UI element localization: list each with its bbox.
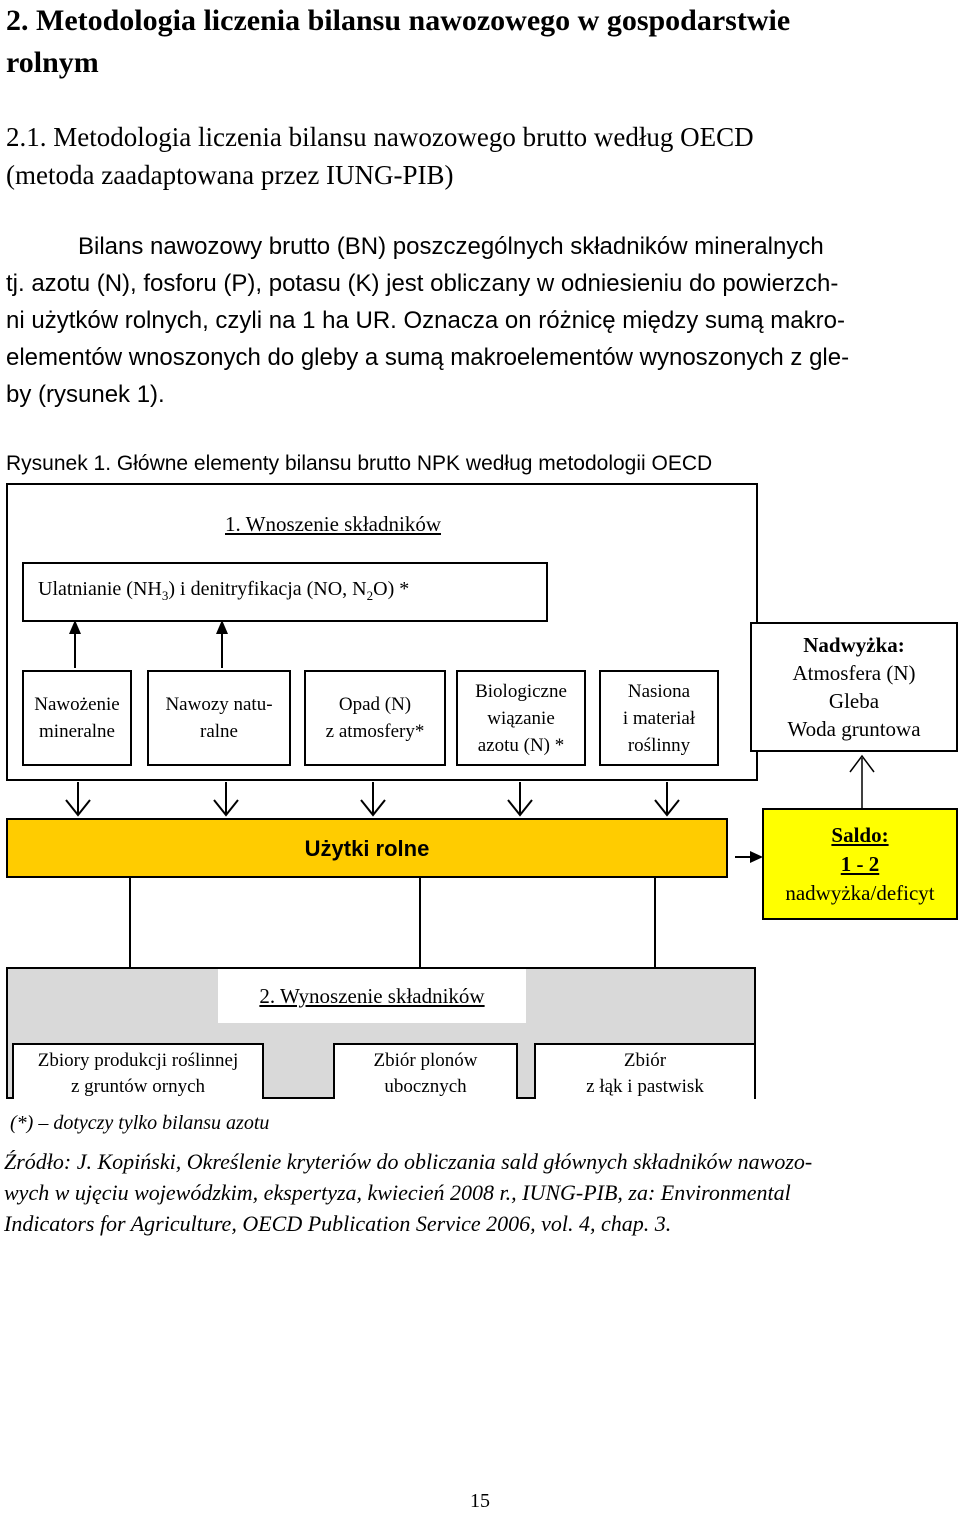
arrow-up-1-head <box>69 620 81 634</box>
volatilization-text: Ulatnianie (NH3) i denitryfikacja (NO, N… <box>38 577 410 603</box>
arrow-to-surplus-head <box>849 754 875 773</box>
paragraph-line: elementów wnoszonych do gleby a sumą mak… <box>6 344 850 371</box>
paragraph-line: by (rysunek 1). <box>6 381 165 408</box>
input-box-atmospheric-deposition: Opad (N)z atmosfery* <box>304 670 446 766</box>
figure-caption: Rysunek 1. Główne elementy bilansu brutt… <box>6 452 713 475</box>
section-heading-line2: rolnym <box>6 46 99 79</box>
paragraph-line: ni użytków rolnych, czyli na 1 ha UR. Oz… <box>6 307 845 334</box>
paragraph-line: Bilans nawozowy brutto (BN) poszczególny… <box>78 233 824 260</box>
subsection-heading: 2.1. Metodologia liczenia bilansu nawozo… <box>6 118 936 194</box>
outputs-title: 2. Wynoszenie składników <box>218 969 526 1023</box>
source-citation: Źródło: J. Kopiński, Określenie kryterió… <box>4 1149 813 1236</box>
diagram-connectors <box>6 483 875 1042</box>
subsection-heading-line1: 2.1. Metodologia liczenia bilansu nawozo… <box>6 122 754 152</box>
arrow-to-balance-head <box>750 851 763 863</box>
section-heading: 2. Metodologia liczenia bilansu nawozowe… <box>6 0 936 84</box>
surplus-box: Nadwyżka: Atmosfera (N) Gleba Woda grunt… <box>750 622 958 752</box>
footnote: (*) – dotyczy tylko bilansu azotu <box>10 1112 270 1134</box>
section-heading-line1: 2. Metodologia liczenia bilansu nawozowe… <box>6 4 791 37</box>
farmland-label: Użytki rolne <box>304 835 430 861</box>
arrow-up-2-head <box>216 620 228 634</box>
subsection-heading-line2: (metoda zaadaptowana przez IUNG-PIB) <box>6 160 454 190</box>
input-box-natural-fertilizers: Nawozy natu-ralne <box>147 670 291 766</box>
body-paragraph: Bilans nawozowy brutto (BN) poszczególny… <box>6 228 946 413</box>
page-number: 15 <box>470 1490 490 1512</box>
paragraph-line: tj. azotu (N), fosforu (P), potasu (K) j… <box>6 270 839 297</box>
balance-box: Saldo: 1 - 2 nadwyżka/deficyt <box>762 808 958 920</box>
inputs-title: 1. Wnoszenie składników <box>225 512 441 536</box>
down-arrows-inputs <box>65 782 680 817</box>
farmland-bar: Użytki rolne <box>6 818 728 878</box>
volatilization-box: Ulatnianie (NH3) i denitryfikacja (NO, N… <box>22 562 548 622</box>
